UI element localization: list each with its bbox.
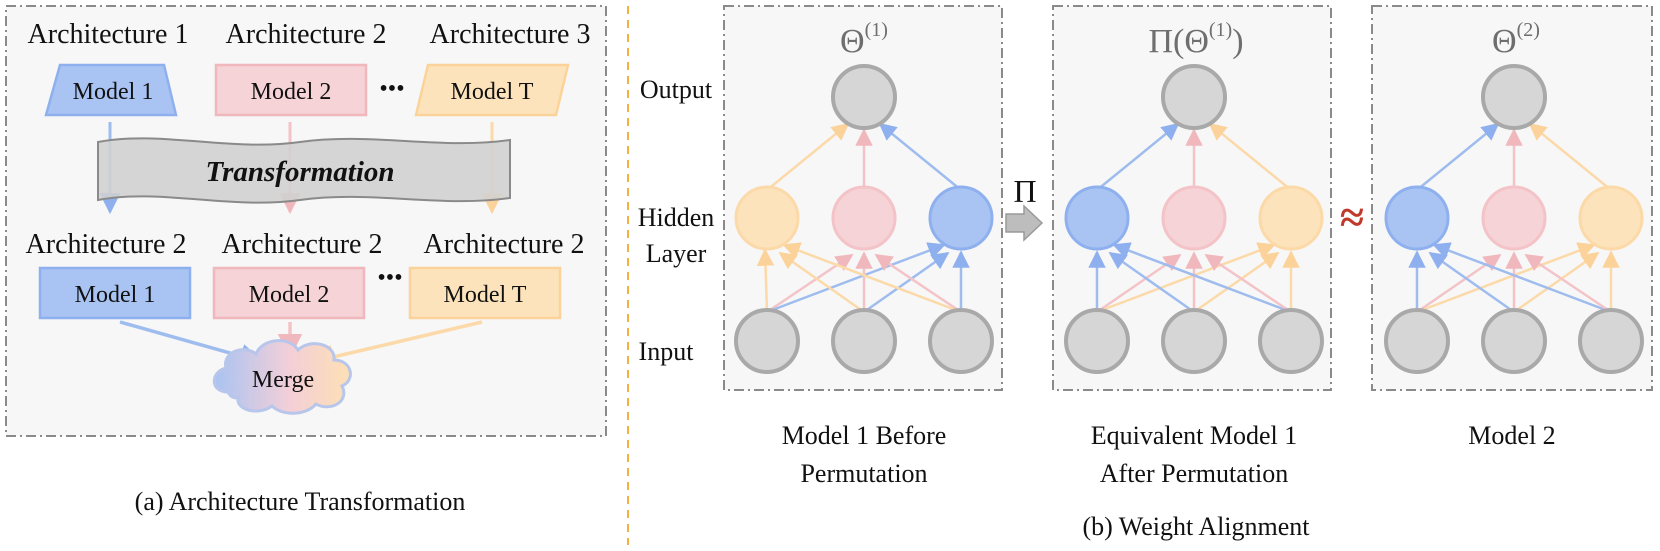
net1-hidden-node-orange (734, 185, 800, 251)
net3-hidden-node-blue (1384, 185, 1450, 251)
model-1-top-label: Model 1 (73, 79, 154, 105)
layer-label-output: Output (640, 75, 713, 104)
net2-edge (1112, 242, 1292, 314)
net1-input-node (831, 308, 897, 374)
net1-edge (778, 251, 865, 314)
net3-hidden-node-orange (1578, 185, 1644, 251)
net1-input-node (734, 308, 800, 374)
arch-bottom-3: Architecture 2 (424, 229, 585, 260)
permutation-arrow (1005, 204, 1044, 242)
net3-edge (1416, 242, 1596, 314)
net1-edge (874, 253, 962, 314)
pi-theta-sup: (1) (1209, 19, 1232, 41)
arch-top-2: Architecture 2 (226, 19, 387, 50)
caption-b: (b) Weight Alignment (1082, 512, 1310, 541)
net2-edge (1208, 122, 1292, 191)
pi-theta-base: Π(Θ (1148, 23, 1208, 60)
model-t-bottom-label: Model T (444, 282, 527, 308)
net1-edge (878, 122, 962, 191)
panel-b: Output Hidden Layer Input Θ(1) Π(Θ(1)) Θ… (638, 5, 1653, 541)
arrow-model-t-merge (309, 320, 483, 369)
net3-caption: Model 2 (1468, 421, 1555, 450)
panel-a: Architecture 1 Architecture 2 Architectu… (5, 5, 607, 516)
pi-symbol: Π (1013, 173, 1036, 209)
arch-bottom-1: Architecture 2 (26, 229, 187, 260)
net3-input-node (1578, 308, 1644, 374)
net3-edge (1524, 253, 1612, 314)
arch-top-1: Architecture 1 (28, 19, 189, 50)
pi-theta-label: Π(Θ(1)) (1148, 19, 1243, 60)
net3-edge (1428, 251, 1515, 314)
net2-caption-line2: After Permutation (1100, 459, 1288, 488)
net2-output-node (1161, 64, 1227, 130)
net3-edge (1416, 122, 1500, 191)
model-t-top-parallelogram (414, 63, 570, 117)
net2-input-node (1064, 308, 1130, 374)
caption-a: (a) Architecture Transformation (135, 487, 466, 516)
merge-cloud (212, 339, 352, 415)
layer-label-hidden: Hidden (638, 203, 715, 232)
net2-edge (1096, 242, 1276, 314)
arch-top-3: Architecture 3 (430, 19, 591, 50)
theta-2-sup: (2) (1517, 19, 1540, 41)
net2-hidden-node-orange (1258, 185, 1324, 251)
net3-input-node (1384, 308, 1450, 374)
theta-2-base: Θ (1492, 23, 1517, 60)
transformation-label: Transformation (205, 156, 394, 188)
ellipsis-bottom: ••• (377, 265, 402, 291)
net2-edge (1108, 251, 1195, 314)
layer-label-layer: Layer (646, 239, 707, 268)
net1-edge (766, 122, 850, 191)
net3-edge (1432, 242, 1612, 314)
net1-hidden-node-pink (831, 185, 897, 251)
net1-edge (756, 248, 775, 313)
model-t-top-label: Model T (451, 79, 534, 105)
net1-caption-line1: Model 1 Before (782, 421, 947, 450)
transformation-banner (97, 137, 511, 204)
net2-edge (1204, 253, 1292, 314)
net1-hidden-node-blue (928, 185, 994, 251)
theta-1-sup: (1) (865, 19, 888, 41)
net1-edge (766, 242, 946, 314)
theta-2-label: Θ(2) (1492, 19, 1540, 60)
net3 (1384, 64, 1644, 374)
net1-input-node (928, 308, 994, 374)
model-2-bottom-label: Model 2 (249, 282, 330, 308)
net1 (734, 64, 994, 374)
layer-label-input: Input (639, 337, 695, 366)
model-2-top-rect (214, 63, 368, 117)
model-1-bottom-rect (38, 266, 192, 320)
model-t-bottom-rect (408, 266, 562, 320)
net2-edge (1193, 251, 1280, 314)
model-1-bottom-label: Model 1 (75, 282, 156, 308)
ellipsis-top: ••• (379, 76, 404, 102)
net1-edge (782, 242, 962, 314)
net3-edge (1513, 251, 1600, 314)
theta-1-base: Θ (840, 23, 865, 60)
net2-caption-line1: Equivalent Model 1 (1091, 421, 1298, 450)
approx-symbol: ≈ (1340, 193, 1364, 242)
net2-hidden-node-pink (1161, 185, 1227, 251)
net2 (1064, 64, 1324, 374)
model-1-top-trapezoid (44, 63, 178, 117)
model-2-top-label: Model 2 (251, 79, 332, 105)
net2-hidden-node-blue (1064, 185, 1130, 251)
theta-1-label: Θ(1) (840, 19, 888, 60)
net1-output-node (831, 64, 897, 130)
pi-theta-close: ) (1232, 23, 1243, 60)
net2-edge (1096, 122, 1180, 191)
arch-bottom-2: Architecture 2 (222, 229, 383, 260)
net3-hidden-node-pink (1481, 185, 1547, 251)
merge-label: Merge (252, 367, 314, 393)
net1-caption-line2: Permutation (800, 459, 927, 488)
net3-input-node (1481, 308, 1547, 374)
net1-edge (863, 251, 950, 314)
model-2-bottom-rect (212, 266, 366, 320)
net2-input-node (1161, 308, 1227, 374)
net3-edge (1528, 122, 1612, 191)
net3-output-node (1481, 64, 1547, 130)
net2-input-node (1258, 308, 1324, 374)
